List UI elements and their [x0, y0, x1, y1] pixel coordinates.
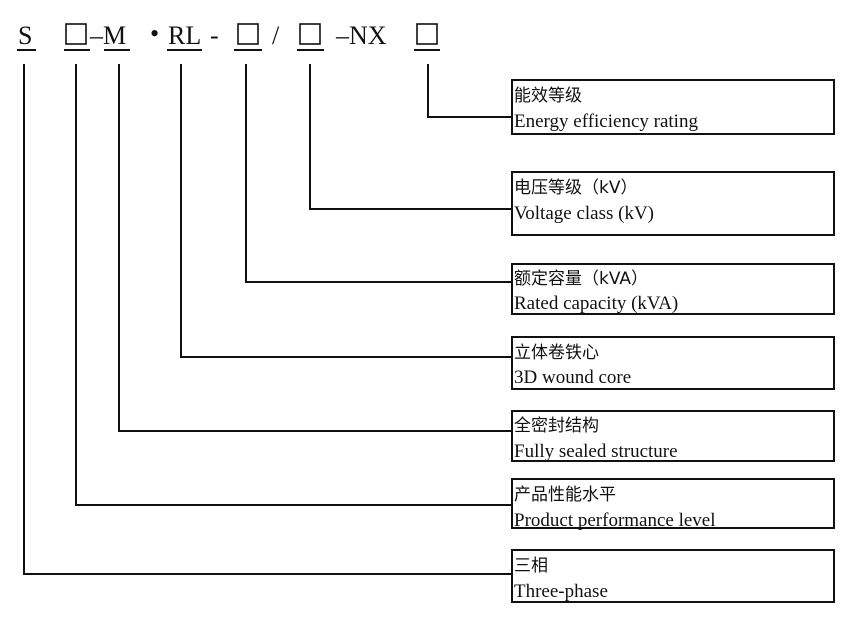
- connector-efficiency: [427, 64, 512, 118]
- box-three-phase: 三相 Three-phase: [511, 549, 835, 603]
- box-sealed: 全密封结构 Fully sealed structure: [511, 410, 835, 462]
- connector-wound-core: [180, 64, 512, 358]
- code-dash-m: –M: [89, 21, 126, 50]
- box-frame: [511, 171, 835, 236]
- model-code: S –M • RL - / –NX: [17, 19, 440, 51]
- box-frame: [511, 263, 835, 315]
- code-rl: RL: [168, 21, 201, 50]
- box-efficiency: 能效等级 Energy efficiency rating: [511, 79, 835, 135]
- box-label-cn: 产品性能水平: [514, 485, 616, 505]
- box-label-en: Rated capacity (kVA): [514, 293, 678, 314]
- box-label-en: Energy efficiency rating: [514, 111, 698, 132]
- code-dot: •: [150, 19, 159, 48]
- box-label-cn: 能效等级: [514, 86, 582, 106]
- connector-lines: [23, 64, 512, 575]
- box-label-cn: 额定容量（kVA）: [514, 269, 648, 289]
- box-label-cn: 立体卷铁心: [514, 343, 599, 363]
- connector-performance: [75, 64, 512, 506]
- connector-three-phase: [23, 64, 512, 575]
- box-frame: [511, 79, 835, 135]
- code-dash: -: [210, 21, 219, 50]
- box-label-en: Three-phase: [514, 581, 608, 602]
- connector-capacity: [245, 64, 512, 283]
- code-dash-nx: –NX: [335, 21, 387, 50]
- box-capacity: 额定容量（kVA） Rated capacity (kVA): [511, 263, 835, 315]
- code-s: S: [18, 21, 32, 50]
- box-frame: [511, 410, 835, 462]
- connector-sealed: [118, 64, 512, 432]
- box-frame: [511, 549, 835, 603]
- box-label-cn: 三相: [514, 556, 548, 576]
- box-performance: 产品性能水平 Product performance level: [511, 478, 835, 531]
- box-label-en: 3D wound core: [514, 367, 631, 388]
- placeholder-square-efficiency: [416, 23, 438, 45]
- connector-voltage: [309, 64, 512, 210]
- box-frame: [511, 336, 835, 390]
- box-label-en: Product performance level: [514, 510, 716, 531]
- placeholder-square-performance: [65, 23, 87, 45]
- code-slash: /: [272, 21, 280, 50]
- box-label-en: Voltage class (kV): [514, 203, 654, 224]
- box-voltage: 电压等级（kV） Voltage class (kV): [511, 171, 835, 236]
- box-wound-core: 立体卷铁心 3D wound core: [511, 336, 835, 390]
- placeholder-square-voltage: [299, 23, 321, 45]
- box-frame: [511, 478, 835, 529]
- box-label-cn: 电压等级（kV）: [514, 178, 637, 198]
- box-label-cn: 全密封结构: [514, 416, 599, 436]
- box-label-en: Fully sealed structure: [514, 441, 678, 462]
- placeholder-square-capacity: [237, 23, 259, 45]
